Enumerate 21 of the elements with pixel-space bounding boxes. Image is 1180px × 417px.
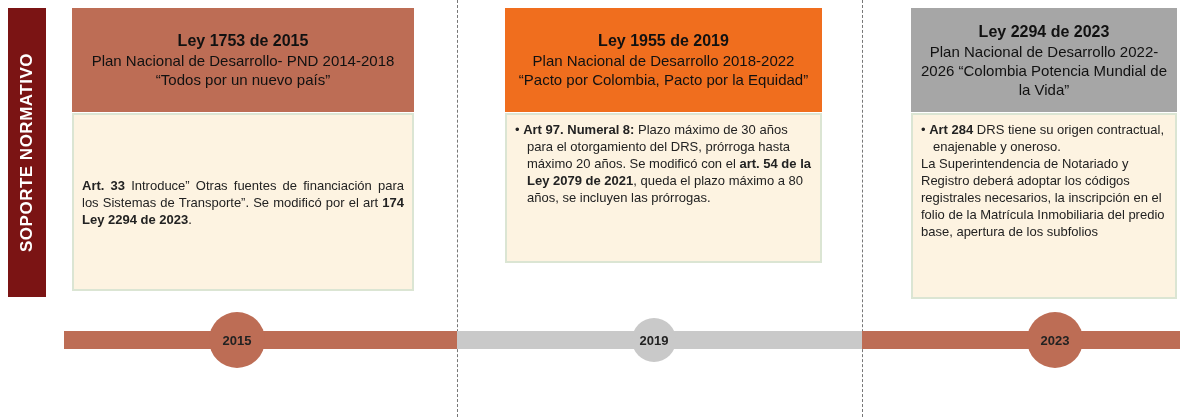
law-header-box <box>505 8 822 112</box>
law-header-box <box>911 8 1177 112</box>
law-title: Ley 1753 de 2015 <box>177 31 309 51</box>
year-label: 2019 <box>639 332 669 348</box>
law-title: Ley 1955 de 2019 <box>598 31 729 51</box>
article-text-box <box>505 113 822 263</box>
plan-subtitle: Plan Nacional de Desarrollo 2018-2022 “Pacto por Colombia, Pacto por la Equidad” <box>517 51 810 89</box>
article-text: Art. 33 Introduce” Otras fuentes de financiación para los Sistemas de Transporte”. Se modificó por el art 174 Ley 2294 de 2023. <box>82 176 404 228</box>
article-text-box <box>911 113 1177 299</box>
bullet-item: • Art 284 DRS tiene su origen contractual, enajenable y oneroso. <box>921 121 1166 155</box>
year-label: 2015 <box>222 332 252 348</box>
bullet-item: • Art 97. Numeral 8: Plazo máximo de 30 años para el otorgamiento del DRS, prórroga hasta máximo 20 años. Se modificó con el art. 54 de la Ley 2079 de 2021, queda el plazo máximo a 80 años, se incluyen las prórrogas. <box>515 121 812 206</box>
section-band <box>8 8 46 297</box>
plan-subtitle: Plan Nacional de Desarrollo- PND 2014-2018 “Todos por un nuevo país” <box>90 51 396 89</box>
article-text-box <box>72 113 414 291</box>
article-text: La Superintendencia de Notariado y Registro deberá adoptar los códigos registrales necesarios, la inscripción en el folio de la Matrícula Inmobiliaria del predio base, apertura de los subfolios <box>921 155 1166 240</box>
year-label: 2023 <box>1040 332 1070 348</box>
law-title: Ley 2294 de 2023 <box>978 21 1110 42</box>
section-title: SOPORTE NORMATIVO <box>17 53 37 252</box>
law-header-box <box>72 8 414 112</box>
plan-subtitle: Plan Nacional de Desarrollo 2022-2026 “Colombia Potencia Mundial de la Vida” <box>921 41 1167 99</box>
